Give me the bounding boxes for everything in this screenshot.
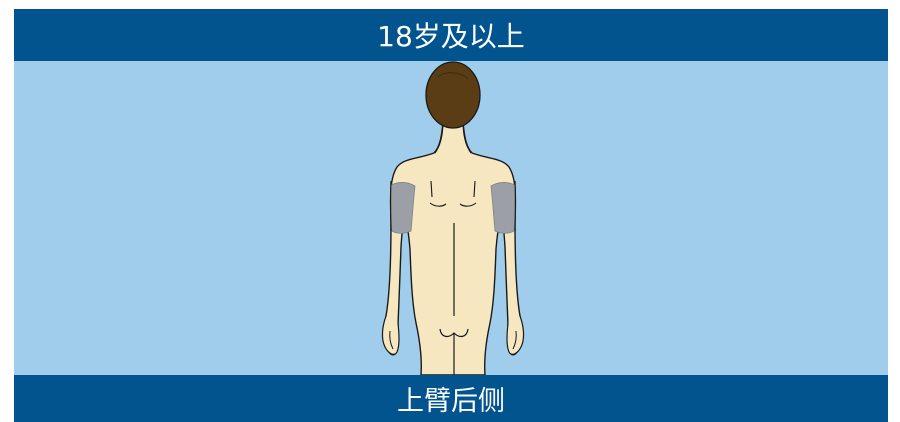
body-diagram-panel <box>14 61 888 375</box>
right-upper-arm-site <box>490 182 517 234</box>
head-hair <box>425 61 481 129</box>
left-hand <box>381 315 400 355</box>
right-hand <box>506 315 525 355</box>
body-figure <box>381 61 525 375</box>
left-upper-arm-site <box>389 182 416 234</box>
age-group-title: 18岁及以上 <box>14 9 888 61</box>
site-caption: 上臂后侧 <box>14 375 888 422</box>
body-silhouette <box>383 120 523 375</box>
diagram-frame: 18岁及以上 <box>14 9 888 422</box>
